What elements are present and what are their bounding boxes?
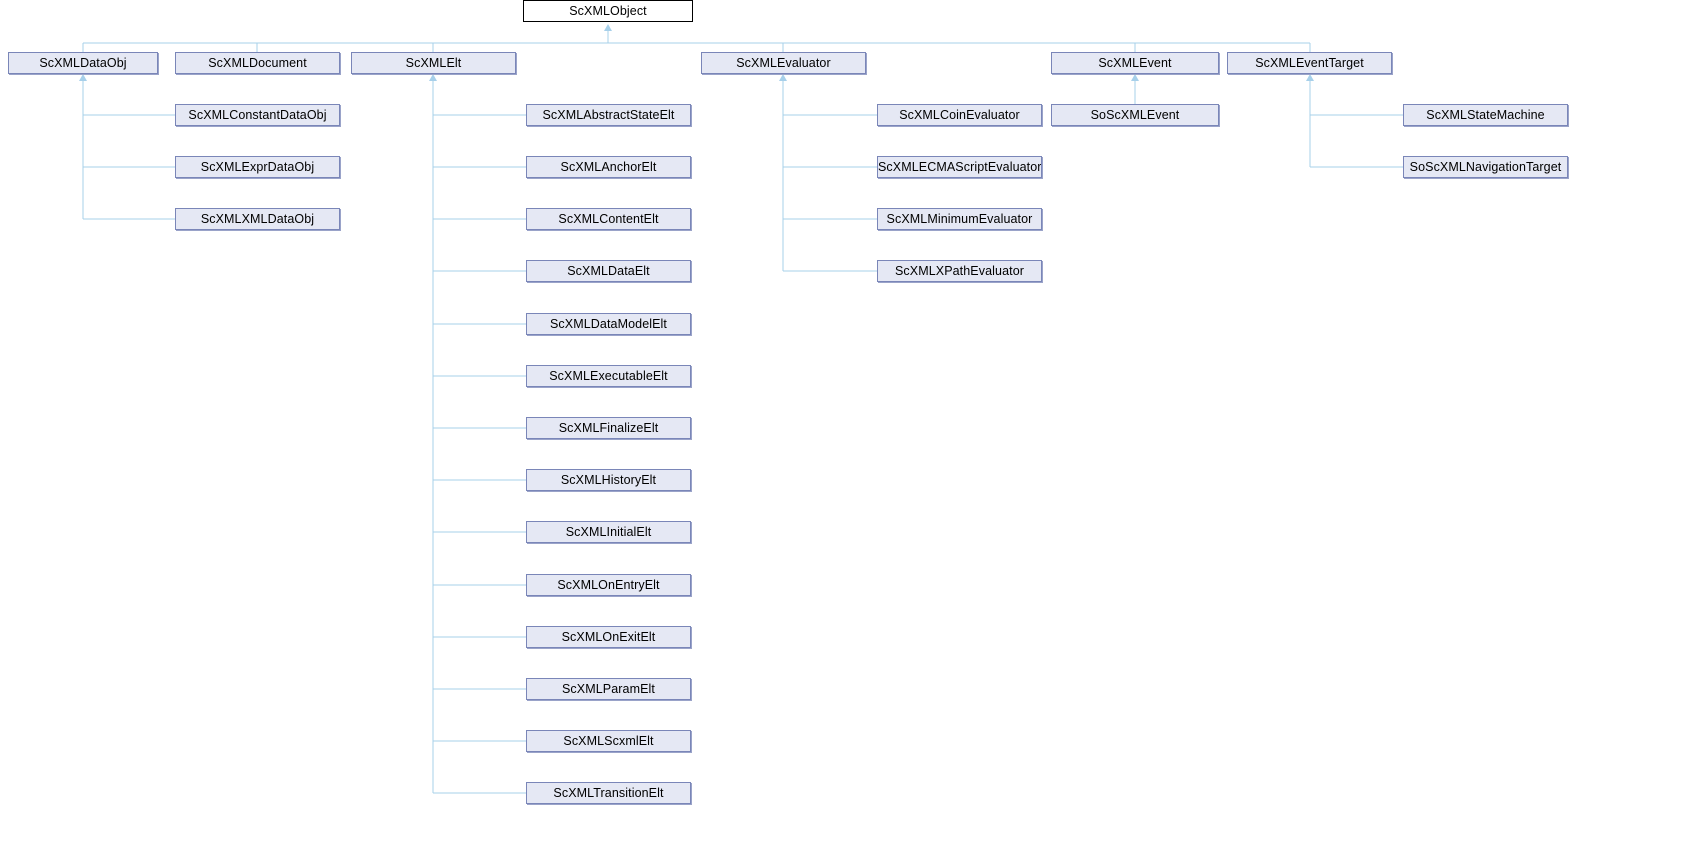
- inheritance-arrowhead: [1306, 74, 1314, 81]
- class-node-sc-xmlexecutable-elt[interactable]: ScXMLExecutableElt: [526, 365, 691, 387]
- class-node-sc-xmlscxml-elt[interactable]: ScXMLScxmlElt: [526, 730, 691, 752]
- class-node-sc-xmlexpr-data-obj[interactable]: ScXMLExprDataObj: [175, 156, 340, 178]
- class-node-sc-xmltransition-elt[interactable]: ScXMLTransitionElt: [526, 782, 691, 804]
- class-node-so-sc-xmlnavigation-target[interactable]: SoScXMLNavigationTarget: [1403, 156, 1568, 178]
- class-node-sc-xmlecmascript-evaluator[interactable]: ScXMLECMAScriptEvaluator: [877, 156, 1042, 178]
- class-node-sc-xmlparam-elt[interactable]: ScXMLParamElt: [526, 678, 691, 700]
- inheritance-arrowhead: [79, 74, 87, 81]
- class-node-sc-xmlinitial-elt[interactable]: ScXMLInitialElt: [526, 521, 691, 543]
- class-node-sc-xmldata-model-elt[interactable]: ScXMLDataModelElt: [526, 313, 691, 335]
- inheritance-arrowhead: [604, 24, 612, 31]
- class-node-sc-xmlstate-machine[interactable]: ScXMLStateMachine: [1403, 104, 1568, 126]
- class-node-so-sc-xmlevent[interactable]: SoScXMLEvent: [1051, 104, 1219, 126]
- class-node-sc-xmlon-entry-elt[interactable]: ScXMLOnEntryElt: [526, 574, 691, 596]
- class-node-sc-xmldata-obj[interactable]: ScXMLDataObj: [8, 52, 158, 74]
- class-node-sc-xmlminimum-evaluator[interactable]: ScXMLMinimumEvaluator: [877, 208, 1042, 230]
- class-node-sc-xmlon-exit-elt[interactable]: ScXMLOnExitElt: [526, 626, 691, 648]
- class-node-sc-xmlevaluator[interactable]: ScXMLEvaluator: [701, 52, 866, 74]
- class-node-sc-xmlobject[interactable]: ScXMLObject: [523, 0, 693, 22]
- class-node-sc-xmlfinalize-elt[interactable]: ScXMLFinalizeElt: [526, 417, 691, 439]
- class-node-sc-xmlcoin-evaluator[interactable]: ScXMLCoinEvaluator: [877, 104, 1042, 126]
- class-node-sc-xmldocument[interactable]: ScXMLDocument: [175, 52, 340, 74]
- class-node-sc-xmlconstant-data-obj[interactable]: ScXMLConstantDataObj: [175, 104, 340, 126]
- inheritance-arrowhead: [1131, 74, 1139, 81]
- class-node-sc-xmlevent-target[interactable]: ScXMLEventTarget: [1227, 52, 1392, 74]
- class-node-sc-xmlhistory-elt[interactable]: ScXMLHistoryElt: [526, 469, 691, 491]
- class-node-sc-xmlcontent-elt[interactable]: ScXMLContentElt: [526, 208, 691, 230]
- class-node-sc-xmlanchor-elt[interactable]: ScXMLAnchorElt: [526, 156, 691, 178]
- class-node-sc-xmlelt[interactable]: ScXMLElt: [351, 52, 516, 74]
- class-node-sc-xmlevent[interactable]: ScXMLEvent: [1051, 52, 1219, 74]
- class-node-sc-xmlxpath-evaluator[interactable]: ScXMLXPathEvaluator: [877, 260, 1042, 282]
- inheritance-arrowhead: [429, 74, 437, 81]
- inheritance-arrowhead: [779, 74, 787, 81]
- class-node-sc-xmldata-elt[interactable]: ScXMLDataElt: [526, 260, 691, 282]
- class-node-sc-xmlxmldata-obj[interactable]: ScXMLXMLDataObj: [175, 208, 340, 230]
- class-node-sc-xmlabstract-state-elt[interactable]: ScXMLAbstractStateElt: [526, 104, 691, 126]
